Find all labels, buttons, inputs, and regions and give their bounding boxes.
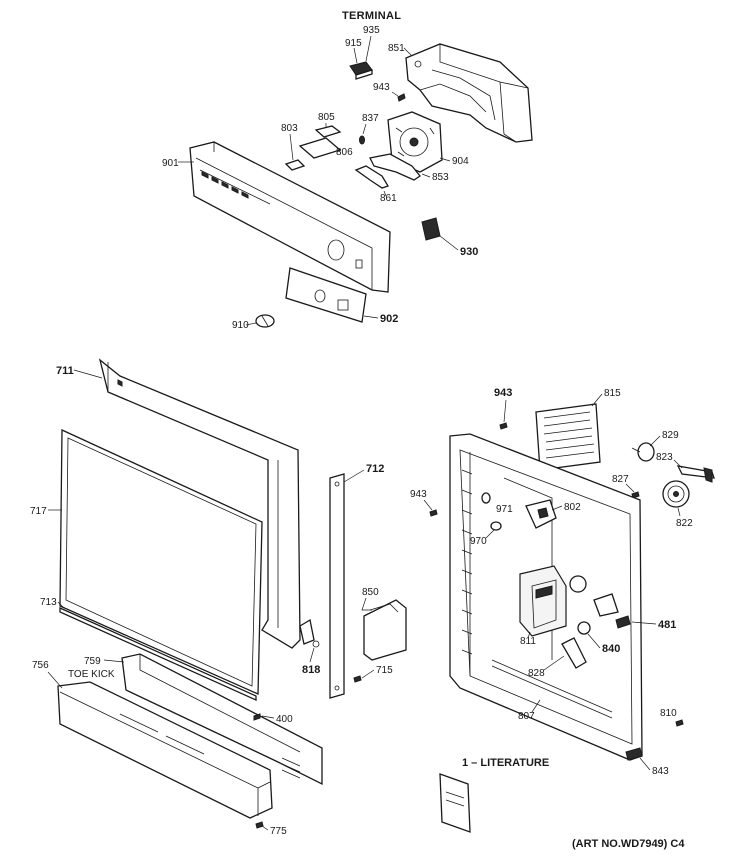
- part-901-control-panel: [189, 141, 391, 293]
- part-815-vent: [535, 403, 601, 471]
- label-943-right: 943: [494, 387, 512, 399]
- label-775: 775: [270, 826, 287, 837]
- part-971: [481, 492, 491, 504]
- label-810: 810: [660, 708, 677, 719]
- part-756-kick-panel: [57, 681, 273, 819]
- part-810-screw: [675, 719, 684, 727]
- label-481: 481: [658, 619, 676, 631]
- label-904: 904: [452, 156, 469, 167]
- label-811: 811: [520, 636, 536, 647]
- label-840: 840: [602, 643, 620, 655]
- label-853: 853: [432, 172, 449, 183]
- part-481: [615, 615, 631, 629]
- label-837: 837: [362, 113, 379, 124]
- part-861-lever: [354, 165, 389, 189]
- label-756: 756: [32, 660, 49, 671]
- part-712-side-strip: [329, 473, 345, 699]
- label-910: 910: [232, 320, 249, 331]
- part-717-door-panel: [59, 428, 263, 695]
- label-822: 822: [676, 518, 693, 529]
- label-843: 843: [652, 766, 669, 777]
- part-853-bracket: [369, 153, 421, 181]
- label-802: 802: [564, 502, 581, 513]
- part-713-trim-strip: [59, 606, 257, 702]
- label-823: 823: [656, 452, 673, 463]
- part-806-insulator: [298, 137, 342, 159]
- part-843-strip: [625, 747, 643, 761]
- label-827: 827: [612, 474, 629, 485]
- label-850: 850: [362, 587, 379, 598]
- part-943-screw-top: [397, 93, 406, 102]
- part-970: [490, 521, 502, 531]
- part-803-button: [284, 159, 306, 171]
- part-910-knob: [255, 314, 275, 328]
- label-literature: 1 – LITERATURE: [462, 757, 549, 769]
- label-805: 805: [318, 112, 335, 123]
- part-828-arm: [561, 637, 587, 669]
- label-943-top: 943: [373, 82, 390, 93]
- label-902: 902: [380, 313, 398, 325]
- label-toe-kick: TOE KICK: [68, 669, 115, 680]
- label-803: 803: [281, 123, 298, 134]
- part-850-cover: [363, 599, 407, 661]
- part-terminal-block: [349, 61, 373, 80]
- label-711: 711: [56, 365, 74, 377]
- label-807: 807: [518, 711, 535, 722]
- label-851: 851: [388, 43, 405, 54]
- part-837: [359, 135, 365, 145]
- label-400: 400: [276, 714, 293, 725]
- label-717: 717: [30, 506, 47, 517]
- part-711-door-liner: [98, 358, 301, 649]
- part-851-duct-cover: [405, 43, 533, 143]
- label-815: 815: [604, 388, 621, 399]
- label-915: 915: [345, 38, 362, 49]
- part-literature-booklet: [439, 773, 471, 833]
- part-811-dispenser: [519, 565, 567, 637]
- part-rinse-fitting: [569, 575, 619, 617]
- label-971: 971: [496, 504, 513, 515]
- part-823-shaft: [676, 465, 715, 483]
- label-713: 713: [40, 597, 57, 608]
- part-759-toe-kick: [121, 653, 323, 786]
- label-935: 935: [363, 25, 380, 36]
- part-715-screw: [353, 675, 362, 683]
- part-902-nameplate: [285, 267, 367, 323]
- part-840: [577, 621, 591, 635]
- part-802-latch: [525, 499, 557, 529]
- part-805-switch: [314, 125, 342, 138]
- label-806: 806: [336, 147, 353, 158]
- label-901: 901: [162, 158, 179, 169]
- part-943-screw-left: [429, 509, 438, 517]
- part-930-switch: [421, 217, 441, 241]
- part-775-screw: [255, 821, 264, 829]
- label-712: 712: [366, 463, 384, 475]
- title-terminal: TERMINAL: [342, 10, 401, 22]
- label-828: 828: [528, 668, 545, 679]
- part-822-dial: [662, 480, 690, 508]
- label-715: 715: [376, 665, 393, 676]
- label-818: 818: [302, 664, 320, 676]
- part-943-screw-right: [499, 422, 508, 430]
- label-943-left: 943: [410, 489, 427, 500]
- label-861: 861: [380, 193, 397, 204]
- label-759: 759: [84, 656, 101, 667]
- part-829-knob: [631, 442, 655, 462]
- label-829: 829: [662, 430, 679, 441]
- label-930: 930: [460, 246, 478, 258]
- part-818-hinge: [299, 618, 320, 648]
- label-970: 970: [470, 536, 487, 547]
- art-number: (ART NO.WD7949) C4: [572, 838, 685, 850]
- part-400-screw: [253, 713, 261, 721]
